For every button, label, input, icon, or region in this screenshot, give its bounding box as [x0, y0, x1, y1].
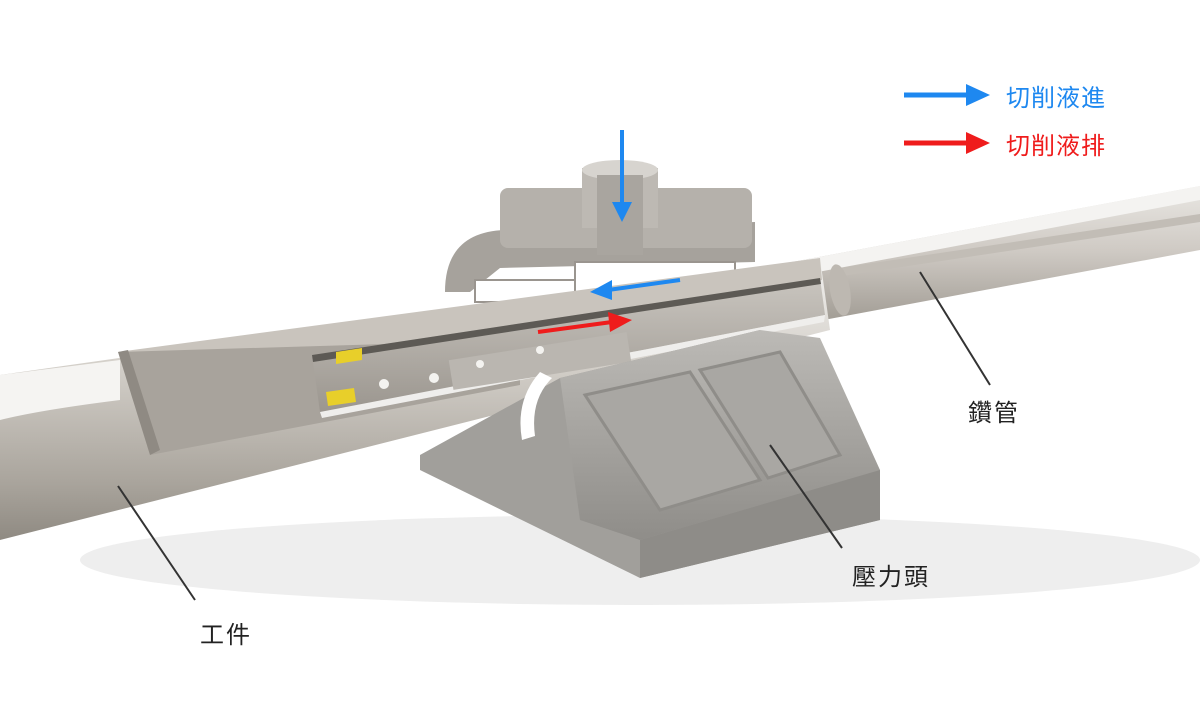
coolant-inflow-arrows	[590, 130, 681, 300]
legend-inflow-label: 切削液進	[1006, 83, 1106, 112]
legend-inflow: 切削液進	[900, 80, 1106, 112]
blue-arrow-icon	[904, 84, 990, 106]
legend-outflow: 切削液排	[900, 128, 1106, 160]
label-workpiece: 工件	[200, 621, 252, 649]
legend-outflow-label: 切削液排	[1006, 131, 1106, 160]
red-arrow-icon	[904, 132, 990, 154]
bore-interior	[312, 278, 825, 418]
leader-line-drill-pipe	[919, 271, 991, 386]
leader-line-workpiece	[117, 485, 196, 601]
drill-pipe	[760, 186, 1200, 330]
coolant-outflow-arrow	[537, 312, 632, 334]
leader-line-pressure-head	[769, 444, 843, 549]
label-drill-pipe: 鑽管	[968, 399, 1020, 427]
label-pressure-head: 壓力頭	[852, 563, 930, 591]
cutting-inserts	[326, 348, 362, 406]
